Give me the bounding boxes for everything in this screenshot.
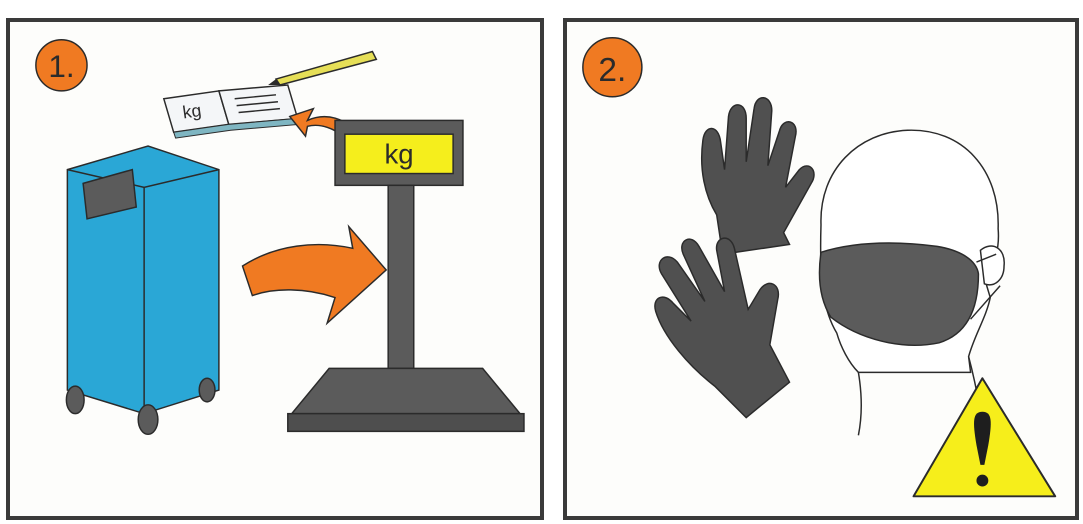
ear	[980, 246, 1004, 285]
pencil-icon	[268, 52, 376, 85]
step-1-panel: 1. kg kg	[6, 18, 544, 520]
step-1-illustration: 1. kg kg	[10, 22, 540, 516]
waste-bin-icon	[66, 146, 219, 434]
notebook-label: kg	[181, 100, 202, 122]
step-number-label: 1.	[48, 48, 74, 84]
glove-icon	[702, 98, 814, 255]
step-number-badge: 1.	[36, 40, 87, 91]
step-number-label: 2.	[598, 52, 626, 89]
scale-display-label: kg	[384, 139, 413, 170]
warning-icon	[914, 378, 1056, 496]
step-2-illustration: 2.	[567, 22, 1075, 516]
notebook-icon: kg	[164, 85, 300, 138]
step-2-panel: 2.	[563, 18, 1079, 520]
arrow-icon	[243, 227, 387, 323]
glove-icon	[655, 238, 790, 417]
step-number-badge: 2.	[583, 38, 642, 97]
